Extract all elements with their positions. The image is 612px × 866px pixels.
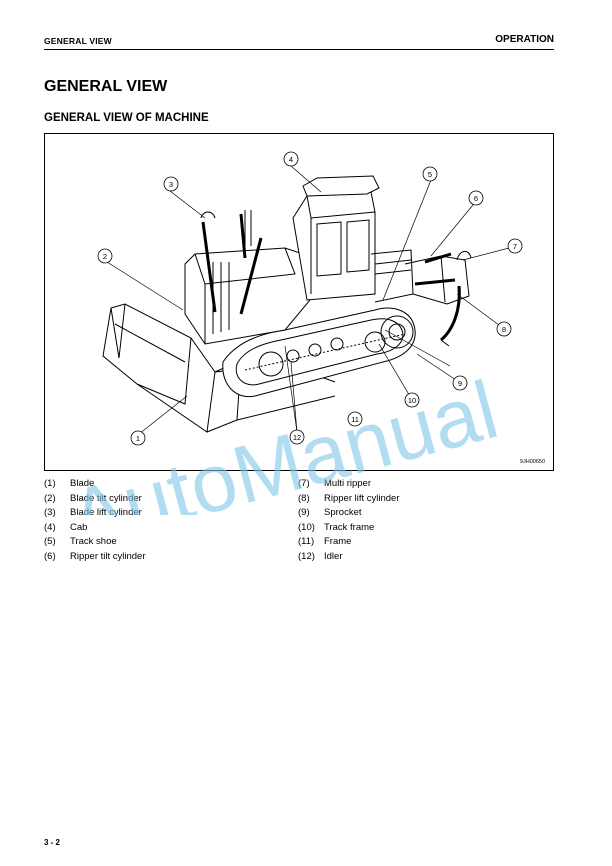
item-number: (5)	[44, 536, 56, 547]
item-label: Track frame	[324, 521, 375, 533]
figure-id: 9JH00650	[519, 459, 545, 465]
list-item: (11) Frame	[298, 535, 400, 550]
item-number: (3)	[44, 507, 56, 518]
callout-3: 3	[169, 180, 173, 189]
bulldozer-drawing: 1 2 3 4 5 6 7 8 9 10 11 12	[97, 151, 523, 446]
item-number: (2)	[44, 492, 56, 504]
page-title: GENERAL VIEW	[44, 78, 168, 95]
item-number: (9)	[298, 507, 310, 518]
item-number: (8)	[298, 492, 310, 504]
list-item: (1) Blade	[44, 477, 146, 492]
item-label: Ripper tilt cylinder	[70, 550, 146, 562]
header-rule	[44, 49, 554, 50]
item-label: Track shoe	[70, 536, 117, 547]
parts-list-left: (1) Blade (2) Blade tilt cylinder (3) Blade…	[44, 477, 146, 564]
callout-12: 12	[293, 433, 301, 442]
list-item: (8) Ripper lift cylinder	[298, 492, 400, 507]
section-subtitle: GENERAL VIEW OF MACHINE	[44, 112, 209, 124]
page-number: 3 - 2	[44, 838, 61, 847]
callout-4: 4	[289, 155, 293, 164]
item-number: (7)	[298, 478, 310, 489]
callout-10: 10	[408, 396, 416, 405]
item-number: (4)	[44, 521, 56, 533]
item-label: Frame	[324, 536, 352, 547]
list-item: (7) Multi ripper	[298, 477, 400, 492]
item-number: (11)	[298, 536, 315, 547]
item-label: Multi ripper	[324, 478, 371, 489]
callout-7: 7	[513, 242, 517, 251]
item-label: Ripper lift cylinder	[324, 492, 400, 504]
list-item: (6) Ripper tilt cylinder	[44, 550, 146, 565]
callout-1: 1	[136, 434, 140, 443]
item-label: Cab	[70, 521, 88, 533]
callout-5: 5	[428, 170, 432, 179]
item-number: (6)	[44, 550, 56, 562]
item-label: Idler	[324, 550, 343, 562]
parts-list-right: (7)Multi ripper (8)Ripper lift cylinder …	[298, 477, 400, 564]
item-label: Blade lift cylinder	[70, 507, 142, 518]
running-header-right: OPERATION	[495, 34, 554, 45]
list-item: (12) Idler	[298, 550, 400, 565]
item-label: Blade	[70, 478, 95, 489]
callout-11: 11	[351, 415, 359, 424]
list-item: (3) Blade lift cylinder	[44, 506, 146, 521]
callout-2: 2	[103, 252, 107, 261]
machine-illustration: 1 2 3 4 5 6 7 8 9 10 11 12 9JH00650	[44, 133, 554, 471]
callout-8: 8	[502, 325, 506, 334]
callout-9: 9	[458, 379, 462, 388]
list-item: (10) Track frame	[298, 521, 400, 536]
list-item: (9) Sprocket	[298, 506, 400, 521]
item-label: Blade tilt cylinder	[70, 492, 142, 504]
callout-6: 6	[474, 194, 478, 203]
item-number: (10)	[298, 521, 315, 533]
running-header-left: GENERAL VIEW	[44, 36, 112, 46]
list-item: (4) Cab	[44, 521, 146, 536]
item-number: (1)	[44, 478, 56, 489]
item-number: (12)	[298, 550, 315, 562]
item-label: Sprocket	[324, 507, 362, 518]
list-item: (5) Track shoe	[44, 535, 146, 550]
list-item: (2) Blade tilt cylinder	[44, 492, 146, 507]
